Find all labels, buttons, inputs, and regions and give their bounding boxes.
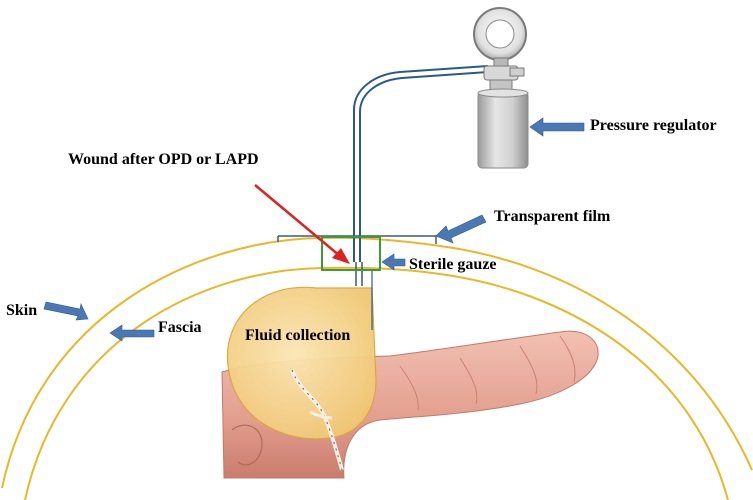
pointer-arrow-skin [43, 301, 89, 321]
pointer-arrow-fascia [109, 324, 155, 342]
fascia-line [24, 266, 729, 500]
pointer-arrow-regulator [529, 117, 585, 137]
pressure-regulator-device [473, 7, 529, 169]
label-sterile-gauze: Sterile gauze [409, 256, 497, 273]
label-wound: Wound after OPD or LAPD [68, 151, 259, 168]
sterile-gauze-box [321, 236, 381, 271]
label-pressure-regulator: Pressure regulator [590, 117, 717, 134]
skin-line [1, 236, 753, 489]
label-transparent-film: Transparent film [494, 208, 611, 225]
fluid-collection-area [226, 286, 377, 440]
pointer-arrow-gauze [381, 253, 406, 271]
label-fascia: Fascia [158, 319, 202, 336]
label-skin: Skin [6, 302, 38, 319]
pointer-arrow-film [435, 214, 487, 244]
label-fluid-collection: Fluid collection [245, 327, 351, 344]
drainage-tube [353, 65, 489, 330]
wound-arrow [254, 184, 350, 264]
